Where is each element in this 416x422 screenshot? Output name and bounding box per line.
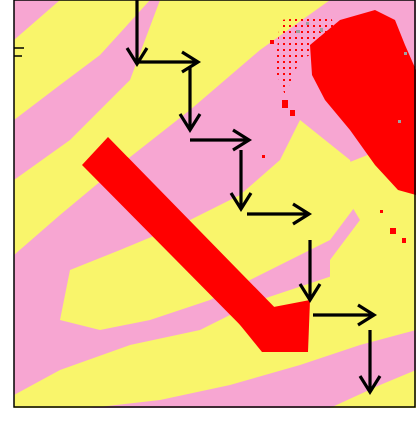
step-arrow-right-1-head bbox=[181, 50, 202, 74]
gray-speckles bbox=[296, 22, 407, 123]
yellow-band-upper bbox=[14, 0, 330, 255]
step-arrows bbox=[125, 0, 382, 396]
step-arrow-down-4-head bbox=[298, 283, 322, 304]
hot-region-speckle bbox=[275, 15, 340, 95]
trend-arrow-head bbox=[232, 300, 310, 352]
step-arrow-down-3-head bbox=[229, 192, 253, 213]
step-arrow-right-2-head bbox=[232, 128, 253, 152]
trend-arrow-shaft bbox=[82, 137, 285, 345]
yellow-band-lower bbox=[14, 240, 416, 408]
step-arrow-down-2-head bbox=[178, 113, 202, 134]
hot-region bbox=[310, 10, 416, 195]
map-plot-area bbox=[14, 0, 416, 408]
plot-frame bbox=[13, 0, 416, 408]
step-arrow-down-1-head bbox=[125, 47, 149, 68]
yellow-band-middle bbox=[60, 120, 360, 330]
trend-arrow bbox=[82, 137, 310, 352]
red-speckles bbox=[262, 40, 406, 243]
step-arrow-right-4-head bbox=[357, 303, 378, 327]
step-arrow-down-5-head bbox=[358, 375, 382, 396]
step-arrow-right-3-head bbox=[292, 202, 313, 226]
yellow-band-top-left bbox=[14, 0, 150, 120]
